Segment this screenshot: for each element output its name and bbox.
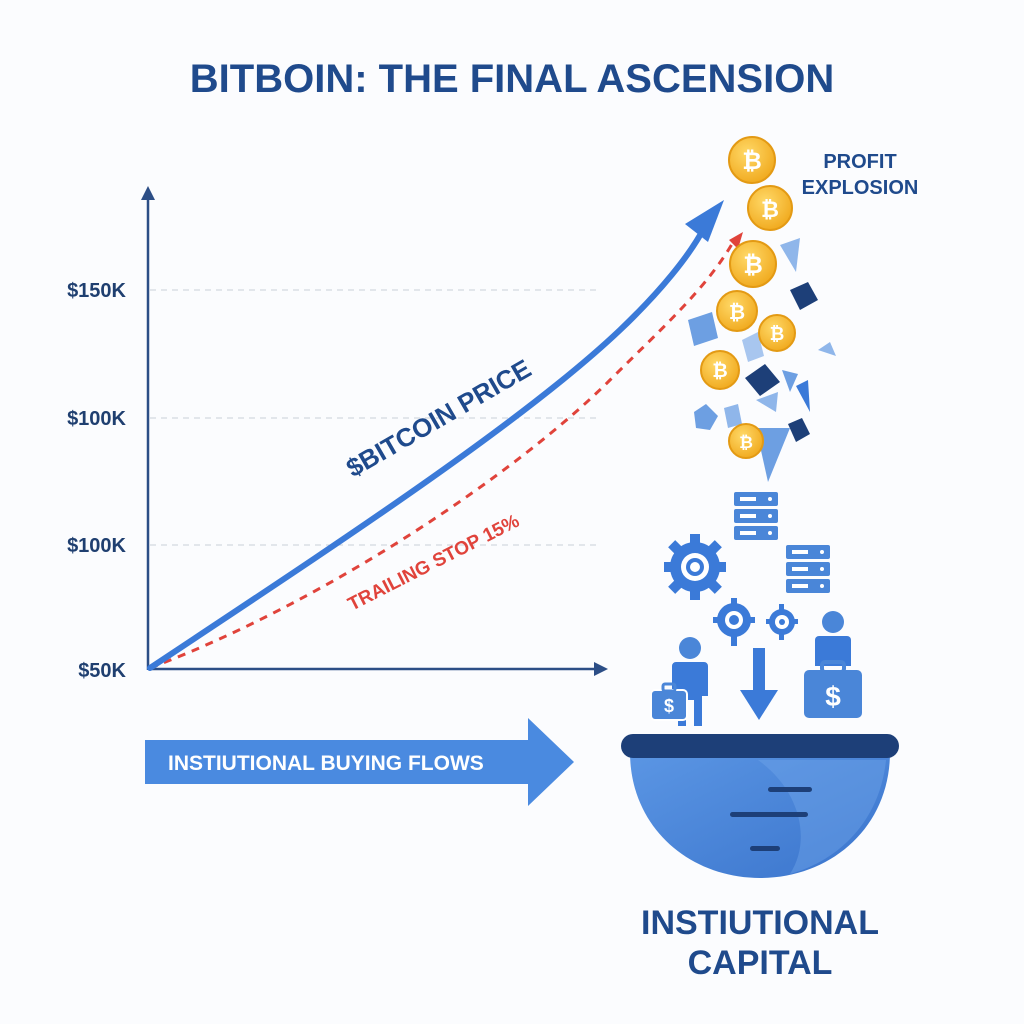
shard [796,380,810,412]
bitcoin-price-line [147,225,707,671]
coin-symbol: ₿ [770,324,785,344]
gear-icon [766,604,798,640]
coin-symbol: ₿ [712,361,727,382]
money-symbol: $ [825,681,841,712]
bowl-label-line1: INSTIUTIONAL [641,904,879,942]
server-icon [734,492,778,540]
shard [688,312,718,346]
coin-symbol: ₿ [739,433,753,452]
shard [780,238,800,272]
gear-icon [664,534,726,600]
server-icon [786,545,830,593]
shard [694,404,718,430]
shard [742,332,764,362]
trailing-stop-arrowhead [729,232,743,249]
y-axis-arrowhead [141,186,155,200]
down-arrow-icon [740,648,778,720]
bowl-dash [730,812,808,817]
gear-icon [713,598,755,646]
bitcoin-coin-icon: ₿ [700,350,740,390]
bowl-dash [750,846,780,851]
shard [724,404,742,428]
shard [790,282,818,310]
capital-bowl [621,734,899,878]
shard [745,364,780,396]
bowl-dash [768,787,812,792]
coin-symbol: ₿ [742,148,762,175]
explosion-shards [688,238,836,482]
bowl-label-line2: CAPITAL [688,944,833,982]
coin-symbol: ₿ [761,197,779,222]
buying-flows-arrow: INSTIUTIONAL BUYING FLOWS [145,718,574,806]
flow-arrow-label: INSTIUTIONAL BUYING FLOWS [168,752,484,775]
investor-briefcase-icon: $ [650,637,708,726]
y-tick-label: $100K [67,408,126,430]
bitcoin-price-arrowhead [685,200,724,242]
coin-symbol: ₿ [743,252,763,279]
x-axis-arrowhead [594,662,608,676]
bitcoin-coin-icon: ₿ [716,290,758,332]
profit-label-line2: EXPLOSION [802,177,919,199]
bitcoin-coin-icon: ₿ [758,314,796,352]
coin-symbol: ₿ [729,302,745,324]
shard [756,392,778,412]
price-chart: $150K $100K $100K $50K $BITCOIN PRICE TR… [67,186,743,682]
y-tick-label: $50K [78,660,126,682]
profit-label-line1: PROFIT [823,151,896,173]
investor-moneybox-icon: $ [804,611,862,718]
coin-cluster: ₿ ₿ ₿ ₿ ₿ ₿ ₿ [700,136,796,459]
shard [756,428,790,482]
flow-arrow-shape [145,718,574,806]
trailing-stop-label: TRAILING STOP 15% [345,511,523,616]
money-symbol: $ [664,696,674,716]
page-title: BITBOIN: THE FINAL ASCENSION [190,57,834,101]
bitcoin-coin-icon: ₿ [729,240,777,288]
shard [782,370,798,392]
bitcoin-coin-icon: ₿ [747,185,793,231]
y-tick-label: $100K [67,535,126,557]
shard [788,418,810,442]
bitcoin-coin-icon: ₿ [728,423,764,459]
shard [818,342,836,356]
bowl-rim [621,734,899,758]
bitcoin-coin-icon: ₿ [728,136,776,184]
y-tick-label: $150K [67,280,126,302]
